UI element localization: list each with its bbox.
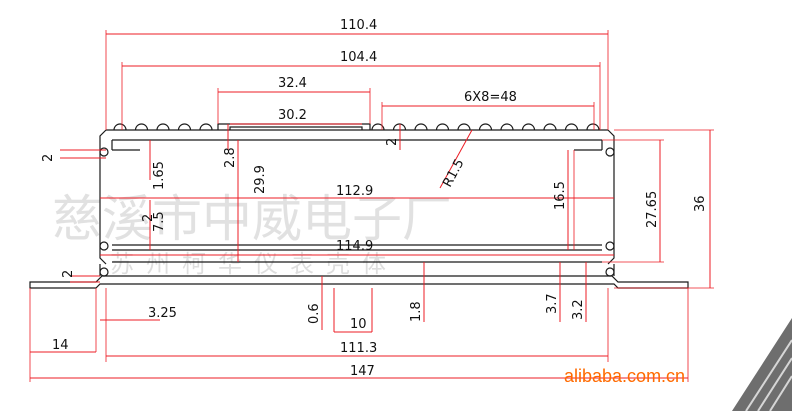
fin: [478, 123, 493, 131]
dim-small-2-top: 2: [385, 138, 400, 146]
alibaba-watermark: alibaba.com.cn: [564, 366, 685, 386]
fin: [564, 123, 579, 131]
dim-height-total: 36: [693, 195, 708, 212]
fin: [414, 123, 428, 131]
dim-small-3-7: 3.7: [545, 293, 560, 314]
dim-overall-top: 110.4: [340, 18, 377, 33]
dim-radius: R1.5: [440, 157, 467, 190]
dim-left-offset: 3.25: [148, 306, 177, 321]
dim-small-1-8: 1.8: [409, 301, 424, 322]
dim-slot-outer: 32.4: [278, 76, 307, 91]
watermark-line1: 慈溪市中威电子厂: [52, 190, 452, 248]
dim-small-2-8: 2.8: [223, 147, 238, 168]
dim-small-2-left: 2: [41, 154, 56, 162]
dim-fins: 6X8=48: [464, 90, 517, 105]
dim-flange: 14: [52, 338, 69, 353]
dim-height-inner: 27.65: [645, 191, 660, 228]
fin: [500, 123, 514, 131]
fin: [543, 123, 557, 131]
fin: [156, 123, 170, 131]
dim-small-0-6: 0.6: [307, 303, 322, 324]
dim-inner-top: 104.4: [340, 50, 377, 65]
fin: [457, 123, 471, 131]
dim-base-inner: 111.3: [340, 341, 377, 356]
dim-groove-width: 10: [350, 317, 367, 332]
dim-small-3-2: 3.2: [571, 299, 586, 320]
fin: [435, 123, 450, 131]
dim-span-2: 114.9: [336, 239, 373, 254]
dim-small-1-65: 1.65: [152, 161, 167, 190]
product-photo-fragment: [732, 318, 792, 411]
dim-slot-inner: 30.2: [278, 108, 307, 123]
fin: [134, 123, 149, 131]
dim-height-left: 29.9: [253, 165, 268, 194]
fin: [586, 123, 600, 131]
dim-height-mid: 16.5: [553, 181, 568, 210]
cooling-fins: [113, 123, 600, 131]
fin: [521, 123, 536, 131]
dim-small-2-mid: 2: [141, 214, 156, 222]
fin: [371, 123, 385, 131]
dim-small-2-flange: 2: [61, 270, 76, 278]
dimension-lines: [29, 30, 714, 382]
watermark-line2: 苏州柯华仪表壳体: [110, 250, 398, 278]
fin: [113, 123, 127, 131]
dim-overall-width: 147: [350, 364, 375, 379]
dim-span-1: 112.9: [336, 184, 373, 199]
dim-small-7-5: 7.5: [152, 211, 167, 232]
fin: [199, 123, 213, 131]
fin: [177, 123, 192, 131]
